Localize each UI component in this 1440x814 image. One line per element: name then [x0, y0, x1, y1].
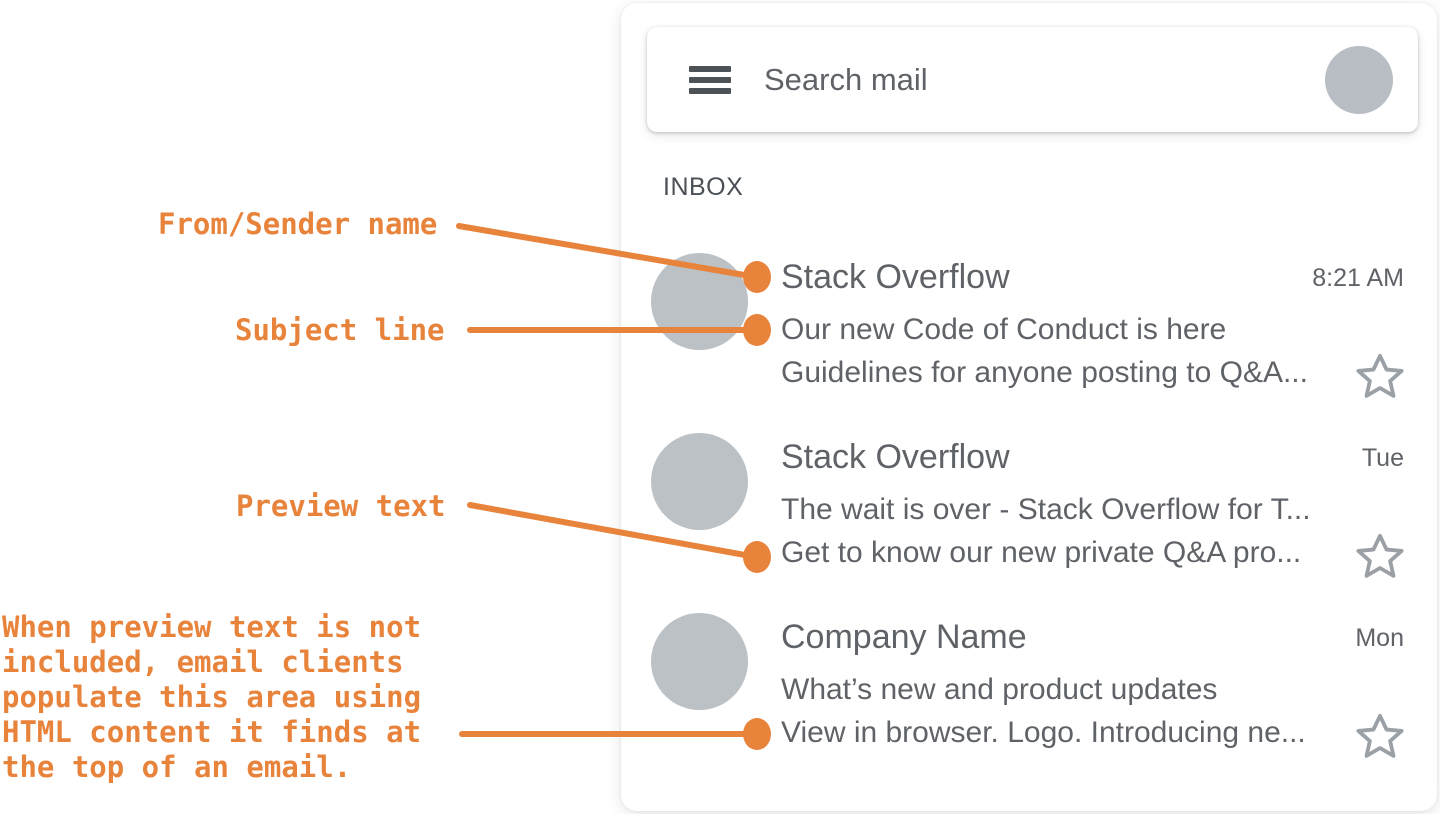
email-row[interactable]: Stack Overflow 8:21 AM Our new Code of C… — [621, 250, 1437, 412]
annotation-subject: Subject line — [235, 313, 445, 347]
email-preview: Get to know our new private Q&A pro... — [781, 536, 1302, 569]
email-subject: Our new Code of Conduct is here — [781, 313, 1227, 346]
star-icon[interactable] — [1353, 710, 1407, 764]
annotation-from-sender: From/Sender name — [158, 207, 438, 241]
email-subject: The wait is over - Stack Overflow for T.… — [781, 493, 1311, 526]
sender-avatar[interactable] — [651, 433, 748, 530]
email-row[interactable]: Stack Overflow Tue The wait is over - St… — [621, 430, 1437, 592]
menu-icon[interactable] — [689, 65, 731, 94]
search-input[interactable] — [762, 60, 1325, 99]
email-time: Tue — [1361, 444, 1404, 472]
email-preview: Guidelines for anyone posting to Q&A... — [781, 356, 1308, 389]
sender-avatar[interactable] — [651, 613, 748, 710]
star-icon[interactable] — [1353, 350, 1407, 404]
annotation-note: When preview text is not included, email… — [2, 610, 422, 784]
email-sender: Stack Overflow — [781, 438, 1010, 476]
email-sender: Stack Overflow — [781, 258, 1010, 296]
inbox-label: INBOX — [663, 173, 744, 201]
sender-avatar[interactable] — [651, 253, 748, 350]
email-row[interactable]: Company Name Mon What’s new and product … — [621, 610, 1437, 772]
email-client-card: INBOX Stack Overflow 8:21 AM Our new Cod… — [621, 3, 1437, 811]
profile-avatar[interactable] — [1325, 45, 1393, 114]
email-sender: Company Name — [781, 618, 1027, 656]
annotation-preview: Preview text — [236, 489, 446, 523]
star-icon[interactable] — [1353, 530, 1407, 584]
email-preview: View in browser. Logo. Introducing ne... — [781, 716, 1306, 749]
email-time: Mon — [1355, 624, 1404, 652]
email-time: 8:21 AM — [1312, 264, 1404, 292]
email-subject: What’s new and product updates — [781, 673, 1218, 706]
search-bar[interactable] — [647, 27, 1418, 132]
